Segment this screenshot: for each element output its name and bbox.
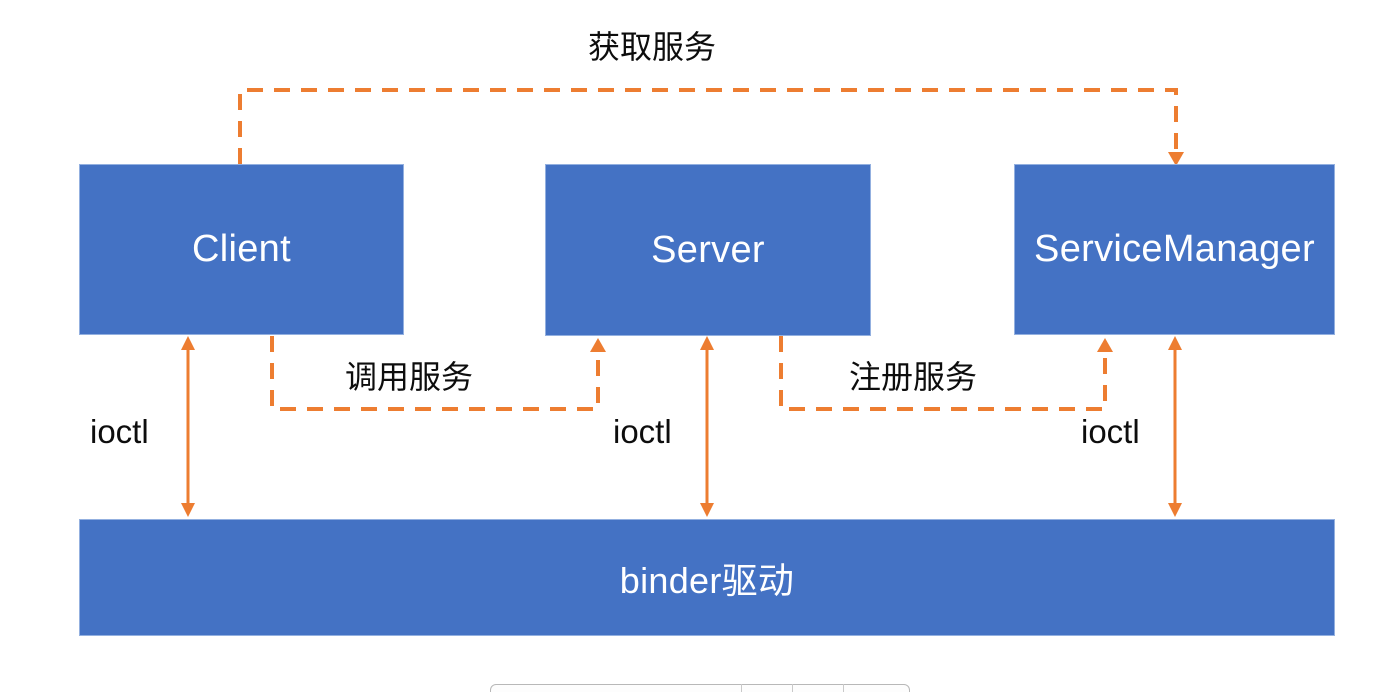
ioctl-label-service-manager: ioctl (1081, 413, 1140, 450)
sm-ioctl-arrowhead-down (1168, 503, 1182, 517)
register-service-label: 注册服务 (849, 359, 978, 395)
get-service-label: 获取服务 (588, 29, 717, 65)
client-ioctl-arrowhead-up (181, 336, 195, 350)
call-service-label: 调用服务 (345, 359, 474, 395)
server-binder-ioctl-arrow (700, 336, 714, 517)
sm-ioctl-arrowhead-up (1168, 336, 1182, 350)
node-binder-driver[interactable]: binder驱动 (79, 519, 1335, 636)
client-binder-ioctl-arrow (181, 336, 195, 517)
server-ioctl-arrowhead-down (700, 503, 714, 517)
get-service-line (238, 88, 1178, 164)
ioctl-label-server: ioctl (613, 413, 672, 450)
register-service-line (779, 336, 1107, 411)
node-binder-driver-label: binder驱动 (619, 559, 795, 601)
node-server-label: Server (651, 228, 765, 271)
node-client-label: Client (192, 228, 291, 270)
toolbar-divider (792, 684, 793, 692)
toolbar-cell-main[interactable] (491, 684, 741, 692)
ioctl-label-client: ioctl (90, 413, 149, 450)
toolbar-divider (741, 684, 742, 692)
node-service-manager-label: ServiceManager (1034, 228, 1315, 270)
node-client[interactable]: Client (79, 164, 404, 335)
get-service-connector (238, 88, 1184, 166)
toolbar-cell-2[interactable] (793, 684, 843, 692)
call-service-arrowhead (590, 338, 606, 352)
client-ioctl-arrowhead-down (181, 503, 195, 517)
register-service-arrowhead (1097, 338, 1113, 352)
server-ioctl-arrowhead-up (700, 336, 714, 350)
service-manager-binder-ioctl-arrow (1168, 336, 1182, 517)
toolbar-divider (843, 684, 844, 692)
toolbar-cell-1[interactable] (742, 684, 792, 692)
toolbar-cell-3[interactable] (844, 684, 894, 692)
node-server[interactable]: Server (545, 164, 871, 336)
register-service-connector (779, 336, 1113, 411)
call-service-connector (270, 336, 606, 411)
call-service-line (270, 336, 600, 411)
get-service-arrowhead (1168, 152, 1184, 166)
node-service-manager[interactable]: ServiceManager (1014, 164, 1335, 335)
bottom-toolbar[interactable] (490, 684, 910, 692)
